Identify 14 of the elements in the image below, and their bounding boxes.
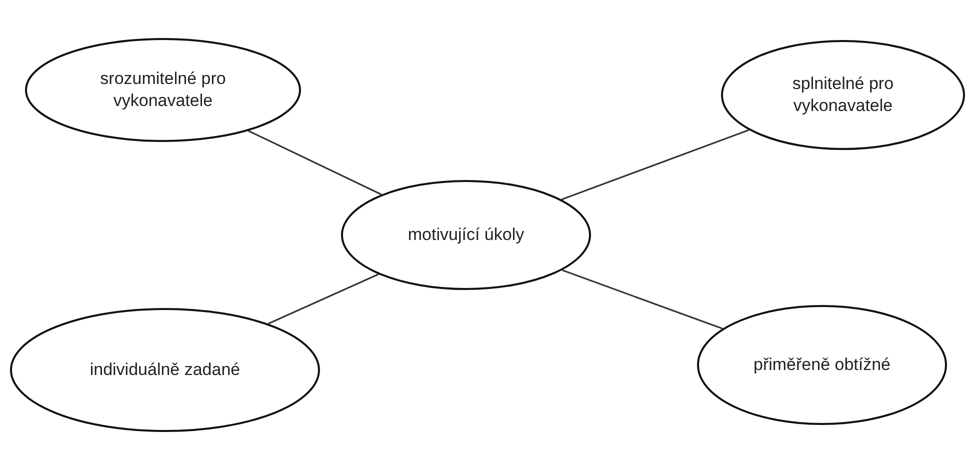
ellipse-node [10,308,320,432]
ellipse-node [721,40,965,150]
connector-line [562,269,723,330]
ellipse-node [341,180,591,290]
node-text: splnitelné pro vykonavatele [791,72,895,117]
connector-line [268,274,379,324]
ellipse-node [25,38,301,142]
connector-line [561,129,750,200]
node-text: srozumitelné pro vykonavatele [99,68,227,112]
node-text: přiměřeně obtížné [753,354,891,376]
connector-line [248,130,382,196]
ellipse-node [697,305,947,425]
node-text: motivující úkoly [408,224,524,246]
node-text: individuálně zadané [90,358,240,381]
